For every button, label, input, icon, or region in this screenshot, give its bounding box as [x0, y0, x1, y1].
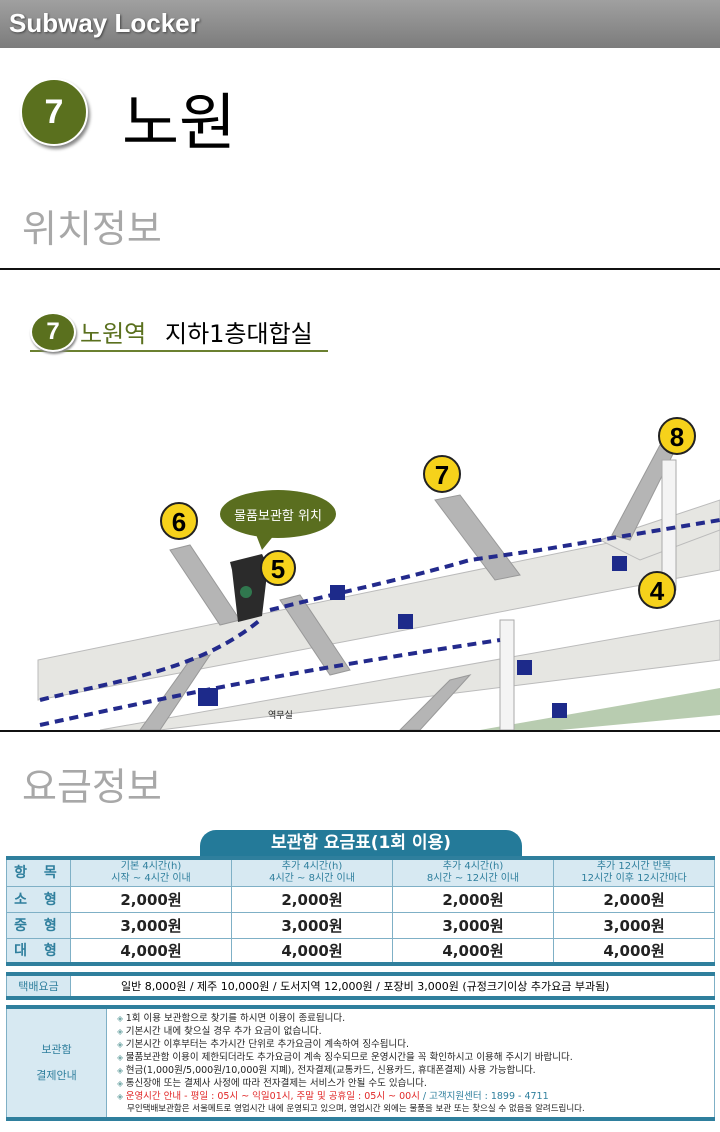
exit-4-icon: 4 [638, 571, 676, 609]
operating-hours: 운영시간 안내 - 평일 : 05시 ~ 익일01시, 주말 및 공휴일 : 0… [117, 1090, 714, 1103]
floor-header: 7 노원역 지하1층대합실 [30, 312, 328, 352]
exit-7-icon: 7 [423, 455, 461, 493]
footer-note: 무인택배보관함은 서울메트로 영업시간 내에 운영되고 있으며, 영업시간 외에… [127, 1104, 585, 1114]
fee-table: 항 목 기본 4시간(h)시작 ~ 4시간 이내 추가 4시간(h)4시간 ~ … [6, 856, 715, 966]
phone-icon [612, 556, 627, 571]
station-map: 물품보관함 위치 4 5 6 7 8 역무실 [37, 417, 720, 730]
locker-bubble-text: 물품보관함 위치 [234, 509, 322, 524]
location-section-title: 위치정보 [22, 207, 162, 251]
exit-6-icon: 6 [160, 502, 198, 540]
svg-text:5: 5 [271, 554, 285, 584]
svg-text:4: 4 [650, 576, 665, 606]
fee-table-title: 보관함 요금표(1회 이용) [200, 830, 522, 856]
station-label: 노원역 [80, 320, 147, 348]
station-name: 노원 [122, 86, 237, 159]
exit-5-icon: 5 [260, 550, 296, 586]
note: 기본시간 내에 찾으실 경우 추가 요금이 없습니다. [117, 1025, 714, 1038]
phone-icon [398, 614, 413, 629]
phone-icon [330, 585, 345, 600]
office-label: 역무실 [268, 710, 293, 721]
phone-icon [517, 660, 532, 675]
note: 현금(1,000원/5,000원/10,000원 지폐), 전자결제(교통카드,… [117, 1064, 714, 1077]
note: 물품보관함 이용이 제한되더라도 추가요금이 계속 징수되므로 운영시간을 꼭 … [117, 1051, 714, 1064]
divider [0, 268, 720, 270]
svg-text:8: 8 [670, 422, 684, 452]
exit-8-icon: 8 [658, 417, 696, 455]
svg-text:7: 7 [435, 460, 449, 490]
svg-text:6: 6 [172, 507, 186, 537]
note: 1회 이용 보관함으로 찾기를 하시면 이용이 종료됩니다. [117, 1012, 714, 1025]
line-badge-small: 7 [30, 312, 76, 352]
fee-table-image: 보관함 요금표(1회 이용) 항 목 기본 4시간(h)시작 ~ 4시간 이내 … [0, 830, 720, 1121]
line-badge: 7 [20, 78, 88, 146]
note: 통신장애 또는 결제사 사정에 따라 전자결제는 서비스가 안될 수도 있습니다… [117, 1077, 714, 1090]
restroom-icon [198, 688, 218, 706]
phone-icon [552, 703, 567, 718]
note: 기본시간 이후부터는 추가시간 단위로 추가요금이 계속하여 징수됩니다. [117, 1038, 714, 1051]
fee-section-title: 요금정보 [22, 765, 162, 809]
divider [0, 730, 720, 732]
floor-label: 지하1층대합실 [165, 320, 313, 348]
app-bar: Subway Locker [0, 0, 720, 48]
table-header-row: 항 목 기본 4시간(h)시작 ~ 4시간 이내 추가 4시간(h)4시간 ~ … [6, 857, 715, 887]
app-title: Subway Locker [9, 8, 200, 38]
